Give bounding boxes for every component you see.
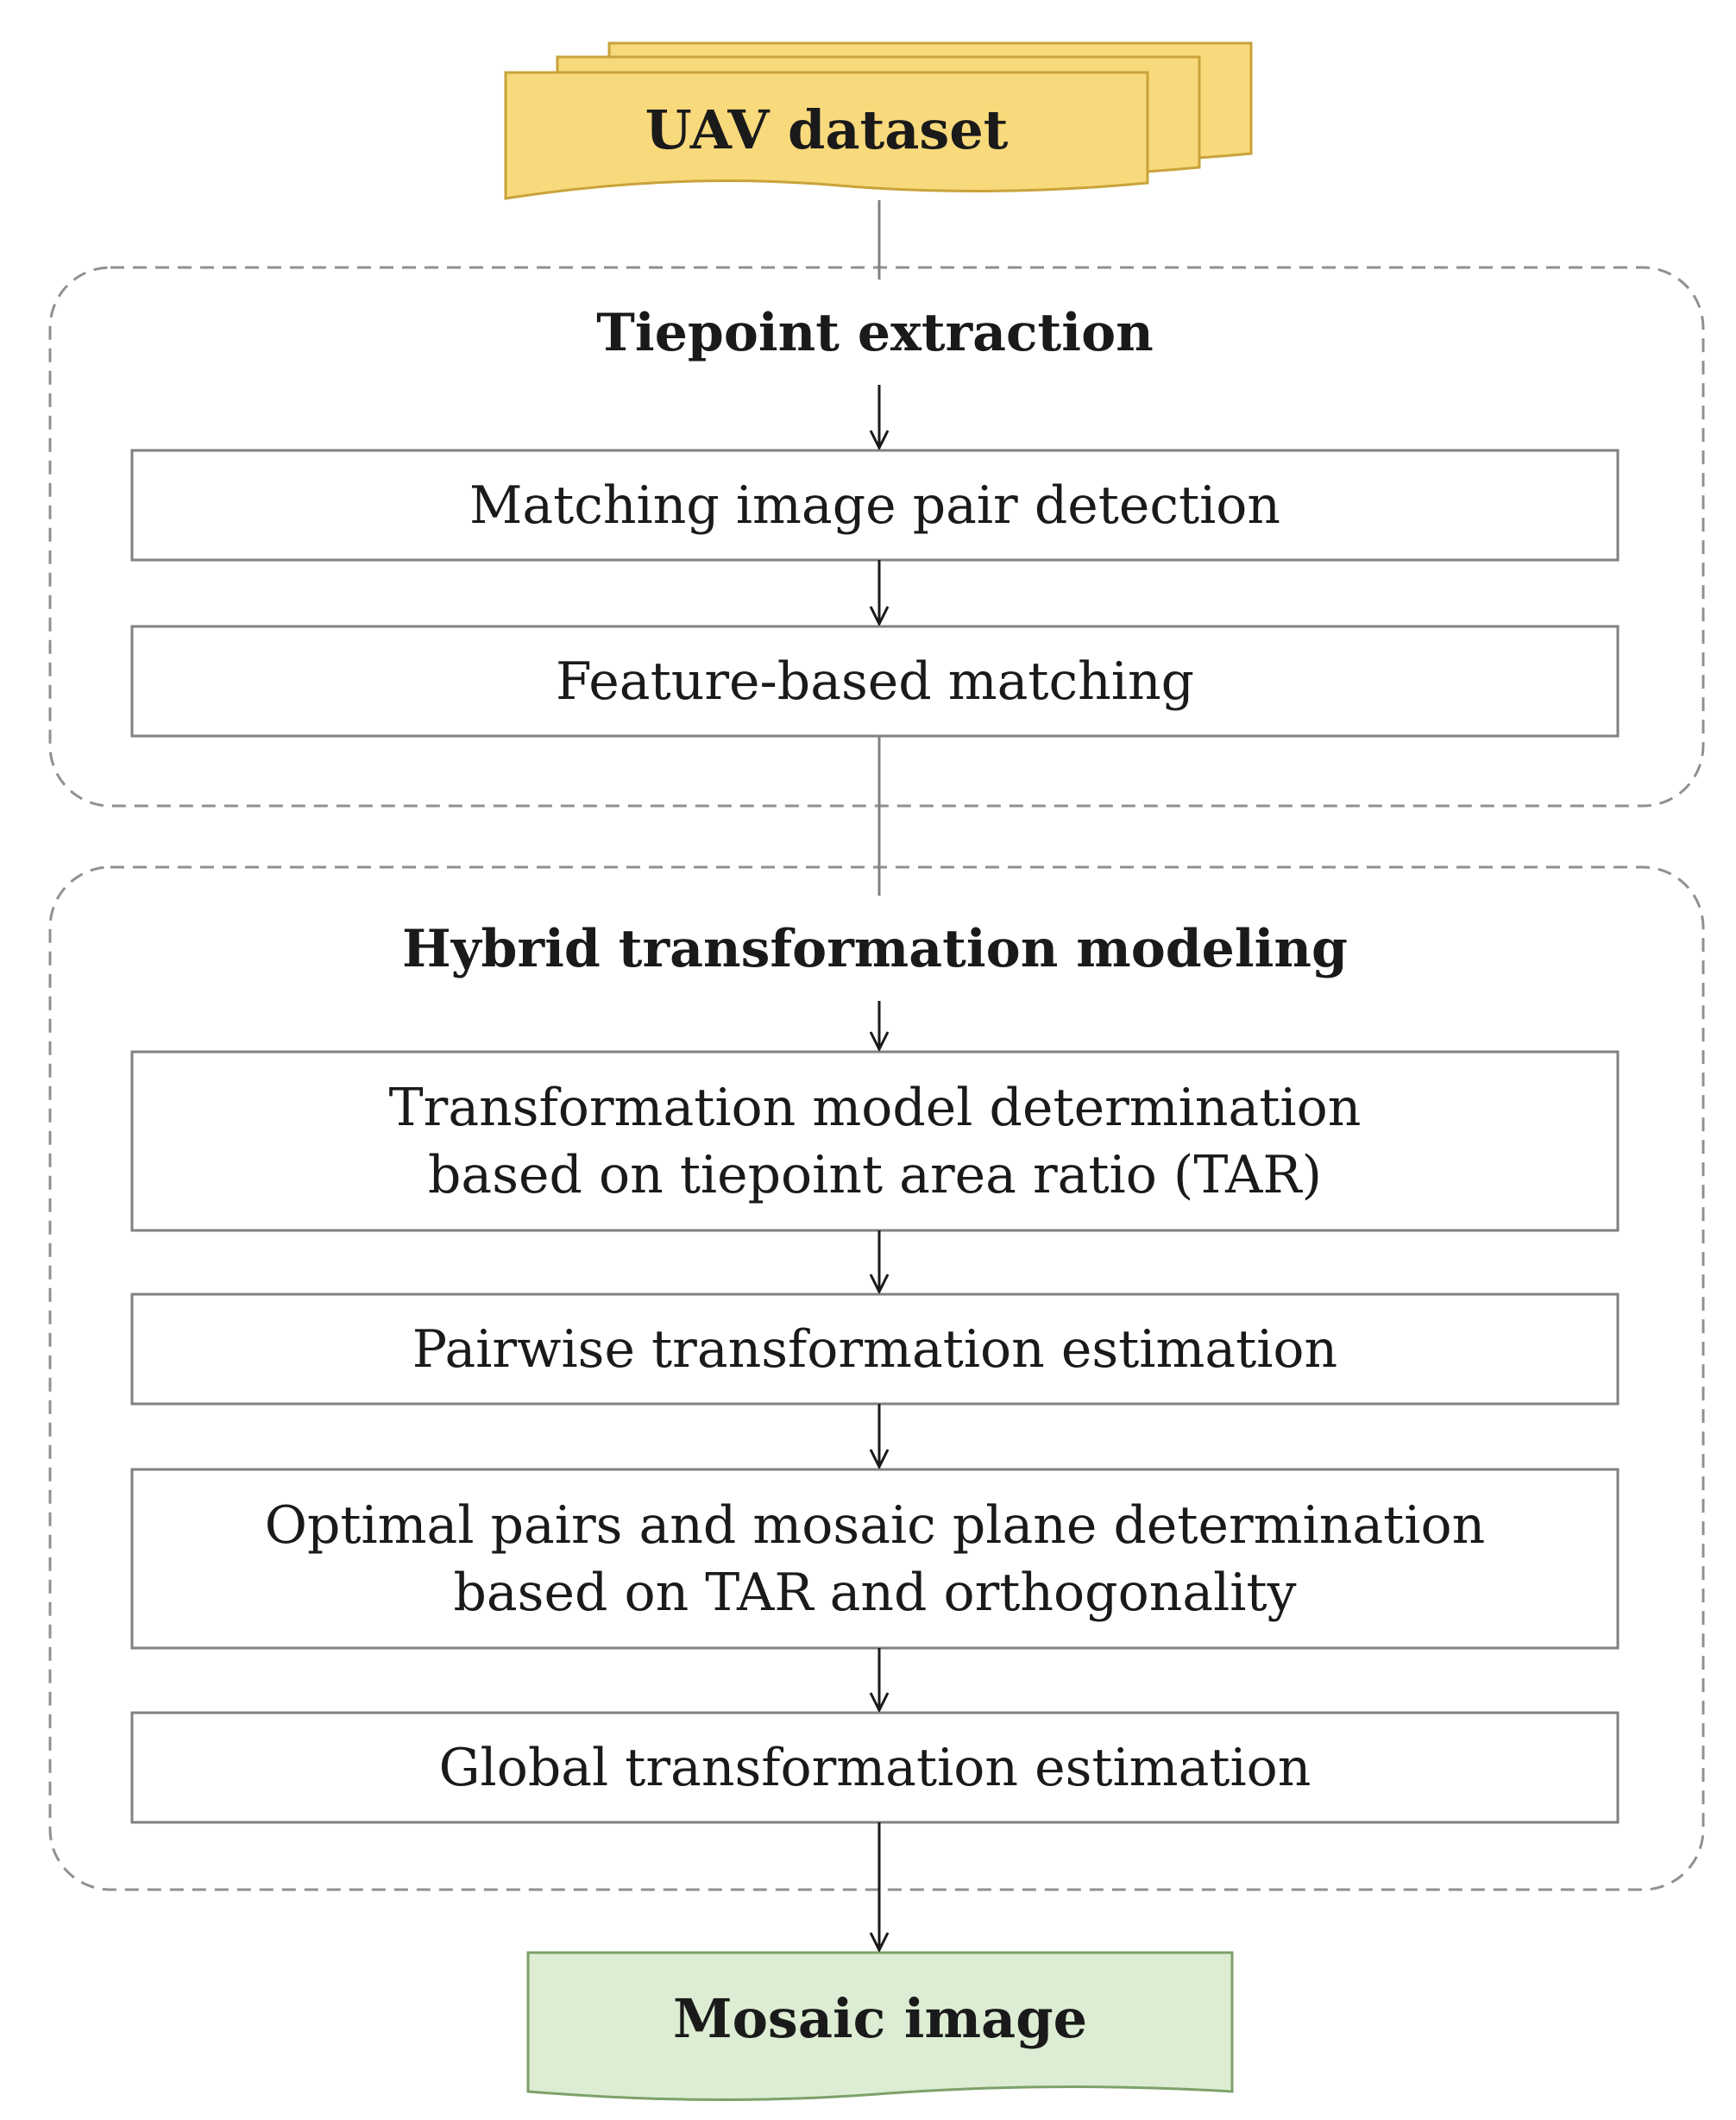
step-global-transformation-estimation: Global transformation estimation — [132, 1713, 1618, 1822]
uav-dataset-label: UAV dataset — [506, 83, 1148, 178]
step-label: Pairwise transformation estimation — [412, 1318, 1338, 1380]
uav-dataset-text: UAV dataset — [645, 98, 1009, 161]
step-label-line-2: based on TAR and orthogonality — [453, 1562, 1297, 1623]
step-box — [130, 625, 1620, 738]
group-hybrid-transformation-modeling — [48, 865, 1705, 1891]
step-label-line-1: Optimal pairs and mosaic plane determina… — [264, 1494, 1486, 1556]
step-label-line-2: based on tiepoint area ratio (TAR) — [428, 1144, 1322, 1205]
step-label-line-1: Transformation model determination — [388, 1077, 1362, 1138]
step-feature-based-matching: Feature-based matching — [132, 626, 1618, 736]
step-matching-image-pair-detection: Matching image pair detection — [132, 450, 1618, 560]
mosaic-image-text: Mosaic image — [672, 1986, 1088, 2050]
step-label: Feature-based matching — [555, 651, 1195, 712]
group-title-hybrid-transformation-modeling: Hybrid transformation modeling — [132, 908, 1618, 991]
mosaic-image-label: Mosaic image — [528, 1959, 1232, 2079]
step-box — [130, 1468, 1620, 1650]
step-optimal-pairs-mosaic-plane: Optimal pairs and mosaic plane determina… — [132, 1469, 1618, 1648]
mosaic-image-shape — [526, 1951, 1234, 2102]
step-box — [130, 1050, 1620, 1232]
step-box — [130, 1293, 1620, 1406]
step-pairwise-transformation-estimation: Pairwise transformation estimation — [132, 1294, 1618, 1404]
step-label: Matching image pair detection — [469, 475, 1281, 536]
step-box — [130, 449, 1620, 562]
step-label: Global transformation estimation — [438, 1737, 1311, 1798]
group-title-tiepoint-extraction: Tiepoint extraction — [132, 292, 1618, 374]
step-transformation-model-determination: Transformation model determination based… — [132, 1052, 1618, 1230]
uav-dataset-shape — [504, 41, 1253, 200]
step-box — [130, 1711, 1620, 1824]
group-title-text: Tiepoint extraction — [596, 303, 1154, 363]
group-tiepoint-extraction — [48, 266, 1705, 808]
group-title-text: Hybrid transformation modeling — [402, 919, 1348, 979]
